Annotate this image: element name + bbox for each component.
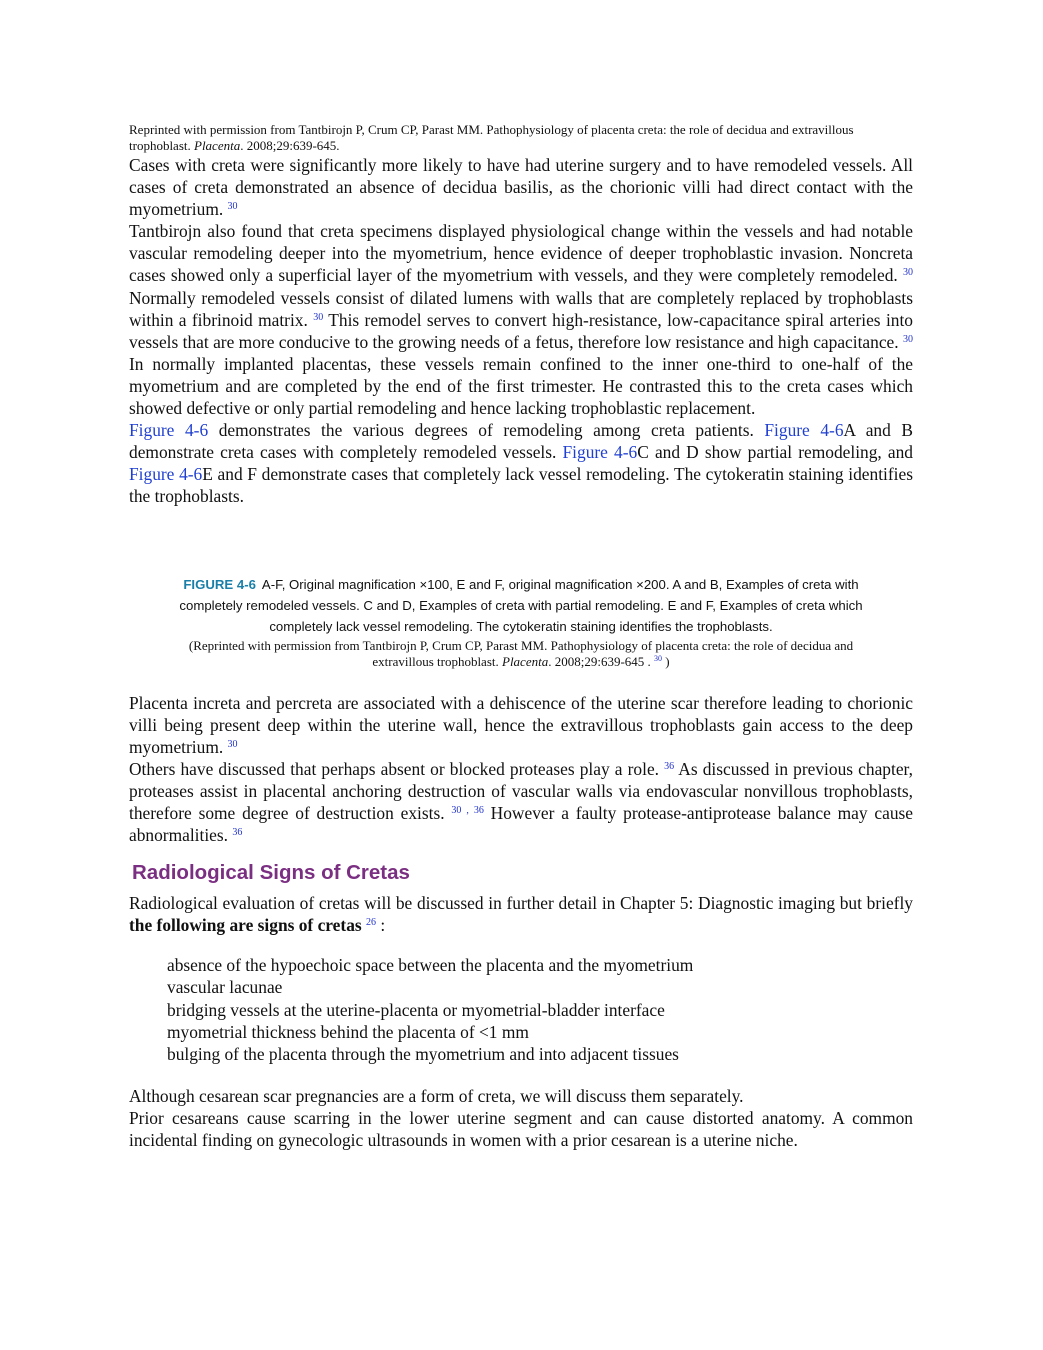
paragraph-proteases: Others have discussed that perhaps absen…: [129, 758, 913, 846]
paragraph-creta-cases: Cases with creta were significantly more…: [129, 155, 913, 220]
figure-link[interactable]: Figure 4-6: [764, 420, 844, 441]
reprint-credit: Reprinted with permission from Tantbiroj…: [129, 122, 854, 153]
list-item: bulging of the placenta through the myom…: [167, 1043, 679, 1064]
citation-ref[interactable]: 30: [313, 311, 324, 323]
figure-link[interactable]: Figure 4-6: [129, 464, 203, 485]
figure-credit: (Reprinted with permission from Tantbiro…: [188, 637, 854, 669]
citation-ref[interactable]: 30: [903, 333, 913, 345]
citation-ref[interactable]: 30: [903, 267, 913, 279]
list-item: vascular lacunae: [167, 977, 283, 998]
citation-ref[interactable]: 26: [366, 917, 377, 929]
figure-link[interactable]: Figure 4-6: [129, 420, 209, 441]
list-item: absence of the hypoechoic space between …: [167, 955, 694, 976]
citation-separator: ,: [461, 804, 474, 816]
citation-ref[interactable]: 36: [664, 760, 675, 772]
list-item: bridging vessels at the uterine-placenta…: [167, 999, 665, 1020]
section-heading: Radiological Signs of Cretas: [132, 861, 410, 885]
paragraph-increta-percreta: Placenta increta and percreta are associ…: [129, 692, 913, 757]
paragraph-radiological-intro: Radiological evaluation of cretas will b…: [129, 893, 913, 936]
paragraph-tantbirojn-findings: Tantbirojn also found that creta specime…: [129, 221, 913, 419]
paragraph-cesarean-scar: Although cesarean scar pregnancies are a…: [129, 1085, 744, 1106]
figure-link[interactable]: Figure 4-6: [562, 442, 638, 463]
figure-label: FIGURE 4-6: [183, 576, 256, 592]
figure-gap: [129, 670, 913, 692]
journal-name: Placenta: [502, 653, 549, 669]
paragraph-prior-cesareans: Prior cesareans cause scarring in the lo…: [129, 1107, 913, 1150]
citation-ref[interactable]: 36: [232, 827, 243, 839]
bold-phrase: the following are signs of cretas: [129, 915, 362, 936]
signs-list: absence of the hypoechoic space between …: [167, 954, 913, 1064]
list-item: myometrial thickness behind the placenta…: [167, 1021, 529, 1042]
paragraph-figure-reference: Figure 4-6 demonstrates the various degr…: [129, 420, 914, 507]
figure-spacer: [129, 508, 913, 574]
citation-ref[interactable]: 36: [473, 804, 484, 816]
citation-ref[interactable]: 30: [451, 804, 462, 816]
page-content: Reprinted with permission from Tantbiroj…: [129, 122, 913, 1151]
journal-name: Placenta: [194, 138, 241, 153]
citation-ref[interactable]: 30: [227, 201, 238, 213]
citation-ref[interactable]: 30: [654, 653, 663, 663]
citation-ref[interactable]: 30: [227, 738, 238, 750]
